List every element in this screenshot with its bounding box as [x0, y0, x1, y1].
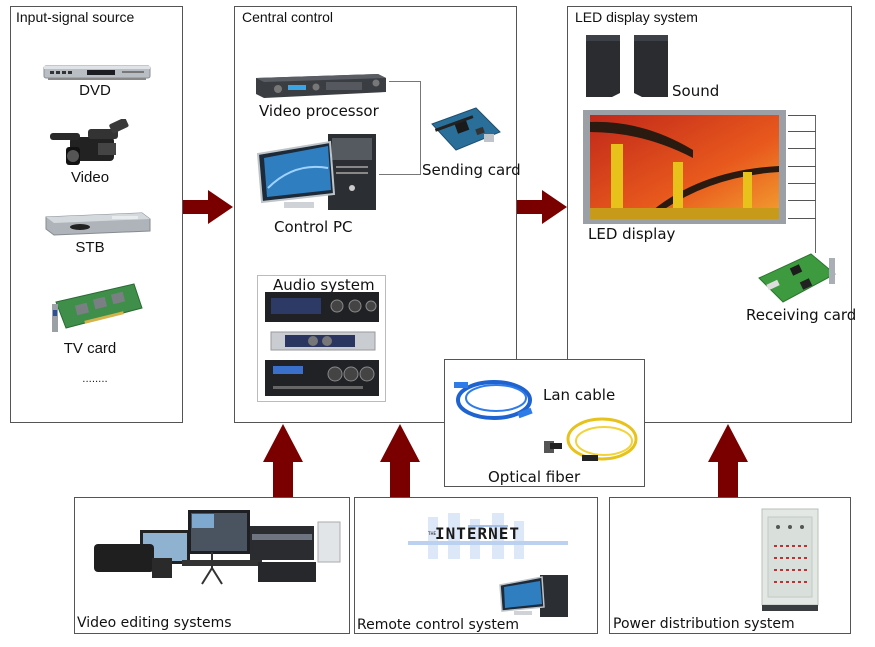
- optical-fiber-label: Optical fiber: [488, 468, 581, 486]
- connector-processor: [389, 81, 421, 82]
- arrow-remote-control-up-icon: [380, 424, 420, 498]
- remote-control-label: Remote control system: [357, 617, 520, 633]
- led-bus-line: [788, 166, 816, 167]
- set-top-box-icon: [45, 212, 151, 236]
- led-bus-line: [788, 131, 816, 132]
- sending-card-label: Sending card: [422, 161, 521, 179]
- video-editing-equipment-icon: [94, 510, 341, 585]
- video-label: Video: [70, 169, 110, 186]
- receiving-card-icon: [758, 253, 836, 303]
- led-bus-line: [788, 183, 816, 184]
- arrow-central-to-led-icon: [517, 190, 567, 224]
- dvd-label: DVD: [79, 82, 111, 99]
- led-bus-line: [788, 200, 816, 201]
- video-camera-icon: [50, 119, 129, 165]
- lan-cable-icon: [454, 380, 533, 420]
- speakers-icon: [586, 35, 668, 97]
- input-signal-source-title: Input-signal source: [16, 9, 135, 25]
- control-pc-label: Control PC: [274, 218, 353, 236]
- connector-vertical: [420, 81, 421, 175]
- led-bus-line: [788, 115, 816, 116]
- led-display-icon: [583, 110, 786, 224]
- arrow-power-up-icon: [708, 424, 748, 498]
- internet-logo-text: INTERNET: [435, 524, 521, 543]
- tv-card-label: TV card: [63, 340, 117, 357]
- sound-label: Sound: [672, 82, 720, 100]
- central-control-title: Central control: [242, 9, 334, 25]
- arrow-video-editing-up-icon: [263, 424, 303, 498]
- control-pc-icon: [256, 134, 376, 210]
- sending-card-icon: [431, 107, 501, 151]
- internet-logo-prefix: THE: [428, 531, 436, 536]
- power-cabinet-icon: [761, 508, 819, 611]
- led-bus-line: [788, 148, 816, 149]
- audio-system-label: Audio system: [273, 276, 375, 294]
- more-ellipsis: ........: [82, 374, 108, 385]
- connector-pc: [379, 174, 421, 175]
- led-display-label: LED display: [588, 225, 676, 243]
- video-processor-label: Video processor: [259, 102, 379, 120]
- internet-logo-icon: [408, 513, 568, 559]
- led-bus-vertical: [815, 115, 816, 253]
- optical-fiber-icon: [544, 417, 638, 461]
- lan-cable-label: Lan cable: [543, 386, 616, 404]
- remote-pc-icon: [499, 575, 568, 617]
- led-display-system-title: LED display system: [575, 9, 698, 25]
- video-processor-icon: [256, 74, 386, 98]
- arrow-input-to-central-icon: [183, 190, 233, 224]
- cables-panel: [444, 359, 645, 487]
- power-distribution-label: Power distribution system: [613, 616, 795, 632]
- dvd-player-icon: [43, 65, 151, 80]
- stb-label: STB: [75, 239, 105, 256]
- receiving-card-label: Receiving card: [746, 306, 857, 324]
- audio-system-icon: [265, 292, 379, 396]
- video-editing-label: Video editing systems: [77, 615, 232, 631]
- led-bus-line: [788, 218, 816, 219]
- tv-card-icon: [52, 283, 143, 332]
